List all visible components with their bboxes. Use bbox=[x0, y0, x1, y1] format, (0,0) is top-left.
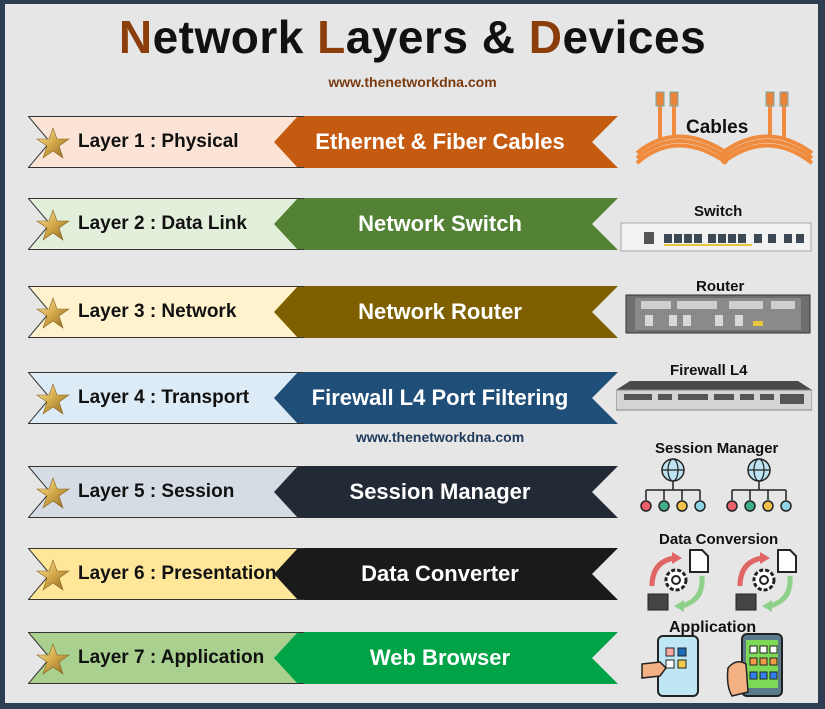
globe-tree bbox=[726, 458, 792, 512]
switch-port bbox=[718, 234, 726, 243]
globe-tree bbox=[640, 458, 706, 512]
title-part: etwork bbox=[152, 11, 318, 63]
layer-band bbox=[28, 466, 618, 518]
layer-label: Layer 2 : Data Link bbox=[78, 213, 247, 234]
layer-band bbox=[28, 116, 618, 168]
firewall-icon bbox=[616, 381, 812, 411]
page-title: Network Layers & Devices bbox=[0, 10, 825, 64]
switch-port bbox=[796, 234, 804, 243]
switch-port bbox=[684, 234, 692, 243]
layer-band-light bbox=[28, 198, 315, 250]
layer-band-light bbox=[28, 372, 315, 424]
device-label: Web Browser bbox=[369, 645, 511, 670]
conversion-cycle bbox=[647, 549, 709, 612]
title-part: ayers & bbox=[345, 11, 529, 63]
data-conversion-icon bbox=[647, 549, 797, 612]
application-icon bbox=[641, 633, 783, 697]
layer-band bbox=[28, 198, 618, 250]
session-manager-icon bbox=[640, 458, 792, 512]
layer-label: Layer 5 : Session bbox=[78, 481, 235, 502]
gold-star-icon bbox=[36, 383, 70, 415]
layer-band bbox=[28, 548, 618, 600]
layer-row: Layer 5 : Session Session Manager bbox=[28, 466, 618, 518]
application-caption: Application bbox=[669, 619, 757, 636]
device-band-dark bbox=[274, 372, 618, 424]
layer-band-light bbox=[28, 632, 315, 684]
layer-label: Layer 6 : Presentation bbox=[78, 563, 277, 584]
layer-row: Layer 2 : Data Link Network Switch bbox=[28, 198, 618, 250]
layer-label: Layer 7 : Application bbox=[78, 647, 265, 668]
device-label: Firewall L4 Port Filtering bbox=[311, 385, 569, 410]
layer-row: Layer 6 : Presentation Data Converter bbox=[28, 548, 618, 600]
switch-port bbox=[754, 234, 762, 243]
gold-star-icon bbox=[36, 297, 70, 329]
gold-star-icon bbox=[36, 559, 70, 591]
device-band-dark bbox=[274, 466, 618, 518]
layer-label: Layer 4 : Transport bbox=[78, 387, 250, 408]
device-label: Network Switch bbox=[358, 211, 522, 236]
switch-port bbox=[738, 234, 746, 243]
switch-port bbox=[694, 234, 702, 243]
device-band-dark bbox=[274, 198, 618, 250]
firewall-caption: Firewall L4 bbox=[670, 362, 748, 379]
cables-icon bbox=[635, 91, 814, 165]
layer-band-light bbox=[28, 116, 315, 168]
layer-band bbox=[28, 372, 618, 424]
device-label: Ethernet & Fiber Cables bbox=[315, 129, 565, 154]
switch-port bbox=[768, 234, 776, 243]
switch-port bbox=[728, 234, 736, 243]
title-part: evices bbox=[562, 11, 707, 63]
device-label: Data Converter bbox=[361, 561, 519, 586]
session-manager-caption: Session Manager bbox=[655, 440, 779, 457]
gold-star-icon bbox=[36, 643, 70, 675]
layer-row: Layer 3 : Network Network Router bbox=[28, 286, 618, 338]
device-label: Session Manager bbox=[349, 479, 531, 504]
device-band-dark bbox=[274, 548, 618, 600]
layer-band-light bbox=[28, 466, 315, 518]
gold-star-icon bbox=[36, 209, 70, 241]
gold-star-icon bbox=[36, 127, 70, 159]
device-label: Network Router bbox=[358, 299, 522, 324]
device-band-dark bbox=[274, 632, 618, 684]
router-icon bbox=[625, 294, 811, 334]
router-caption: Router bbox=[696, 278, 745, 295]
layer-row: Layer 7 : Application Web Browser bbox=[28, 632, 618, 684]
layer-label: Layer 1 : Physical bbox=[78, 131, 239, 152]
switch-port bbox=[708, 234, 716, 243]
switch-port bbox=[784, 234, 792, 243]
watermark-url-top: www.thenetworkdna.com bbox=[328, 74, 497, 90]
layer-row: Layer 4 : Transport Firewall L4 Port Fil… bbox=[28, 372, 618, 424]
device-band-dark bbox=[274, 116, 618, 168]
watermark-url-mid: www.thenetworkdna.com bbox=[355, 429, 525, 445]
switch-icon bbox=[620, 222, 812, 252]
data-conversion-caption: Data Conversion bbox=[659, 531, 779, 548]
title-letter-d: D bbox=[528, 11, 563, 63]
layer-band bbox=[28, 286, 618, 338]
title-letter-l: L bbox=[317, 11, 346, 63]
switch-port bbox=[664, 234, 672, 243]
cables-caption: Cables bbox=[686, 117, 749, 138]
switch-port bbox=[674, 234, 682, 243]
gold-star-icon bbox=[36, 477, 70, 509]
device-band-dark bbox=[274, 286, 618, 338]
title-letter-n: N bbox=[118, 11, 153, 63]
switch-caption: Switch bbox=[694, 203, 743, 220]
layer-band-light bbox=[28, 286, 315, 338]
conversion-cycle bbox=[735, 549, 797, 612]
layer-row: Layer 1 : Physical Ethernet & Fiber Cabl… bbox=[28, 116, 618, 168]
layer-band bbox=[28, 632, 618, 684]
layer-label: Layer 3 : Network bbox=[78, 301, 237, 322]
layer-band-light bbox=[28, 548, 315, 600]
